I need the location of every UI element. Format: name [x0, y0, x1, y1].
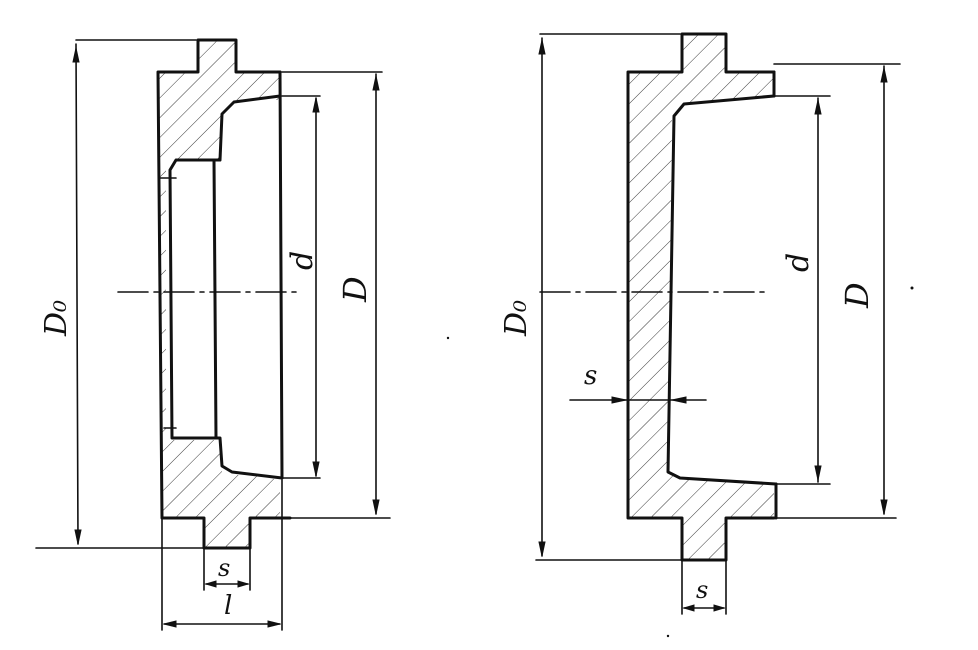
- right-hatched-section: [628, 34, 774, 560]
- stray-dot: [446, 336, 450, 340]
- right-label-s-bottom: s: [696, 576, 708, 604]
- left-label-D0: D₀: [39, 300, 74, 337]
- left-d0-dimension-line: [75, 43, 79, 545]
- left-face-line: [278, 70, 284, 480]
- stray-dot: [666, 634, 670, 638]
- left-inner-contour: [168, 94, 284, 480]
- stray-dot: [910, 286, 914, 290]
- left-label-D: D: [336, 276, 374, 303]
- left-hatched-section: [158, 40, 280, 548]
- right-figure: D₀ d D s s: [499, 32, 901, 615]
- right-label-d: d: [781, 253, 816, 272]
- right-label-s-wall: s: [584, 361, 597, 391]
- right-label-D0: D₀: [499, 300, 534, 337]
- left-label-d: d: [285, 251, 320, 270]
- right-inner-contour: [666, 94, 778, 486]
- right-label-D: D: [838, 282, 876, 309]
- left-label-s: s: [218, 554, 230, 582]
- left-label-l: l: [224, 591, 232, 621]
- left-figure: D₀ d D s l: [35, 38, 391, 631]
